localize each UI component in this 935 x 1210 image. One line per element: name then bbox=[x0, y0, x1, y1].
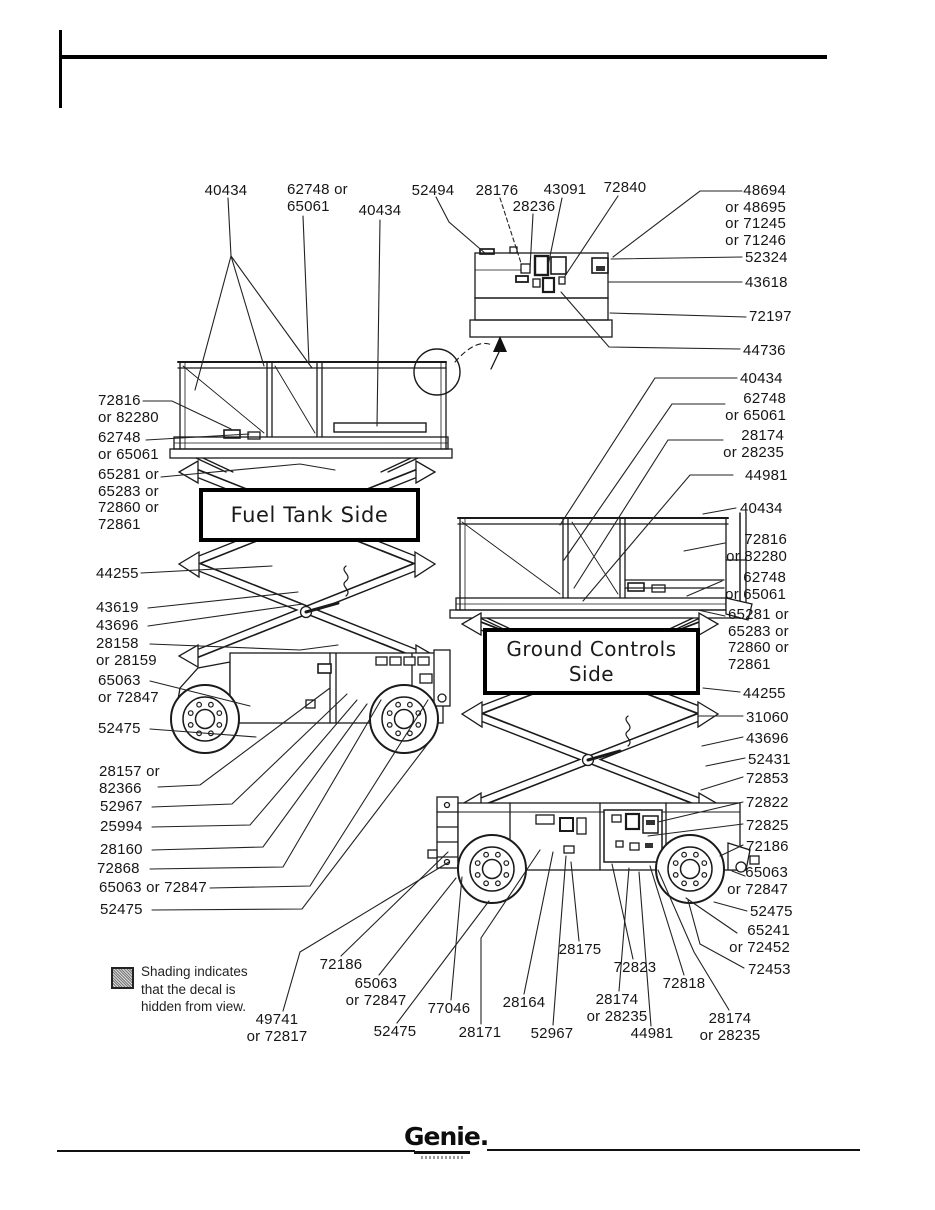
part-number-callout: 44255 bbox=[743, 685, 786, 702]
part-number-callout: 44736 bbox=[743, 342, 786, 359]
part-number-callout: 72186 bbox=[746, 838, 789, 855]
genie-logo-text: Genie. bbox=[404, 1122, 489, 1151]
part-number-callout: 28176 bbox=[475, 182, 519, 199]
legend-text: Shading indicates that the decal is hidd… bbox=[141, 964, 248, 1014]
part-number-callout: 28171 bbox=[458, 1024, 502, 1041]
fuel-tank-side-platform bbox=[169, 361, 453, 473]
part-number-callout: 52475 bbox=[373, 1023, 417, 1040]
part-number-callout: 72818 bbox=[662, 975, 706, 992]
part-number-callout: 43696 bbox=[96, 617, 139, 634]
part-number-callout: 65063 or 72847 bbox=[345, 975, 407, 1009]
part-number-callout: 28174 or 28235 bbox=[723, 427, 784, 461]
genie-logo: Genie. bbox=[404, 1122, 489, 1159]
part-number-callout: 28174 or 28235 bbox=[699, 1010, 761, 1044]
genie-logo-underline bbox=[414, 1151, 470, 1154]
part-number-callout: 43619 bbox=[96, 599, 139, 616]
part-number-callout: 44255 bbox=[96, 565, 139, 582]
part-number-callout: 31060 bbox=[746, 709, 789, 726]
part-number-callout: 72868 bbox=[97, 860, 140, 877]
part-number-callout: 28175 bbox=[558, 941, 602, 958]
part-number-callout: 65281 or 65283 or 72860 or 72861 bbox=[728, 606, 789, 673]
ground-controls-detail-view bbox=[469, 246, 613, 338]
part-number-callout: 52967 bbox=[530, 1025, 574, 1042]
part-number-callout: 72825 bbox=[746, 817, 789, 834]
fuel-tank-side-label: Fuel Tank Side bbox=[199, 488, 420, 542]
part-number-callout: 52967 bbox=[100, 798, 143, 815]
part-number-callout: 72822 bbox=[746, 794, 789, 811]
part-number-callout: 49741 or 72817 bbox=[246, 1011, 308, 1045]
detail-callout-arrow bbox=[413, 336, 507, 396]
part-number-callout: 25994 bbox=[100, 818, 143, 835]
part-number-callout: 52475 bbox=[750, 903, 793, 920]
part-number-callout: 48694 or 48695 or 71245 or 71246 bbox=[725, 182, 786, 249]
ground-controls-side-platform bbox=[449, 512, 753, 633]
part-number-callout: 44981 bbox=[745, 467, 788, 484]
part-number-callout: 72840 bbox=[603, 179, 647, 196]
footer-rule-left bbox=[57, 1150, 415, 1152]
part-number-callout: 44981 bbox=[630, 1025, 674, 1042]
page-corner-mark-vertical bbox=[59, 30, 62, 108]
part-number-callout: 65063 or 72847 bbox=[99, 879, 207, 896]
part-number-callout: 62748 or 65061 bbox=[287, 181, 348, 215]
part-number-callout: 52475 bbox=[100, 901, 143, 918]
part-number-callout: 72816 or 82280 bbox=[726, 531, 787, 565]
part-number-callout: 40434 bbox=[740, 370, 783, 387]
part-number-callout: 52324 bbox=[745, 249, 788, 266]
part-number-callout: 62748 or 65061 bbox=[725, 569, 786, 603]
part-number-callout: 40434 bbox=[358, 202, 402, 219]
part-number-callout: 72816 or 82280 bbox=[98, 392, 159, 426]
genie-logo-fineprint bbox=[421, 1155, 463, 1159]
part-number-callout: 28160 bbox=[100, 841, 143, 858]
part-number-callout: 43696 bbox=[746, 730, 789, 747]
ground-controls-side-label: Ground Controls Side bbox=[483, 628, 700, 695]
part-number-callout: 52494 bbox=[411, 182, 455, 199]
part-number-callout: 52431 bbox=[748, 751, 791, 768]
part-number-callout: 43091 bbox=[543, 181, 587, 198]
hidden-decal-shading-swatch bbox=[111, 967, 134, 989]
part-number-callout: 40434 bbox=[740, 500, 783, 517]
part-number-callout: 28157 or 82366 bbox=[99, 763, 160, 797]
part-number-callout: 28236 bbox=[512, 198, 556, 215]
footer-rule-right bbox=[487, 1149, 860, 1151]
part-number-callout: 65241 or 72452 bbox=[729, 922, 790, 956]
part-number-callout: 65063 or 72847 bbox=[727, 864, 788, 898]
part-number-callout: 72453 bbox=[748, 961, 791, 978]
part-number-callout: 72186 bbox=[319, 956, 363, 973]
part-number-callout: 65281 or 65283 or 72860 or 72861 bbox=[98, 466, 159, 533]
leader-lines bbox=[140, 190, 748, 1027]
part-number-callout: 72823 bbox=[613, 959, 657, 976]
part-number-callout: 72853 bbox=[746, 770, 789, 787]
part-number-callout: 62748 or 65061 bbox=[725, 390, 786, 424]
part-number-callout: 28164 bbox=[502, 994, 546, 1011]
part-number-callout: 28174 or 28235 bbox=[586, 991, 648, 1025]
part-number-callout: 65063 or 72847 bbox=[98, 672, 159, 706]
part-number-callout: 28158 or 28159 bbox=[96, 635, 157, 669]
part-number-callout: 62748 or 65061 bbox=[98, 429, 159, 463]
part-number-callout: 72197 bbox=[749, 308, 792, 325]
part-number-callout: 52475 bbox=[98, 720, 141, 737]
wheels bbox=[170, 684, 725, 904]
part-number-callout: 43618 bbox=[745, 274, 788, 291]
part-number-callout: 77046 bbox=[427, 1000, 471, 1017]
part-number-callout: 40434 bbox=[204, 182, 248, 199]
page-header-rule bbox=[59, 55, 827, 59]
